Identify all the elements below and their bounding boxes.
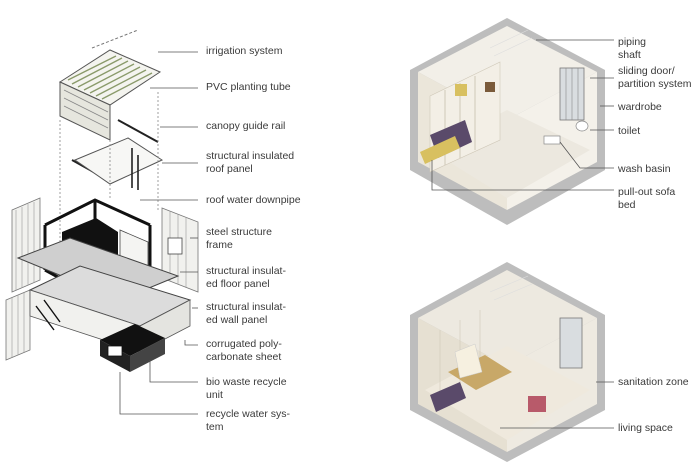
bio-waste-unit: [100, 324, 165, 372]
label-canopy-guide-rail: canopy guide rail: [206, 120, 286, 132]
label-bio-waste-unit: bio waste recycle unit: [206, 376, 287, 401]
shower: [559, 317, 583, 369]
label-wardrobe: wardrobe: [618, 101, 662, 113]
label-polycarbonate-sheet: corrugated poly- carbonate sheet: [206, 338, 282, 363]
label-floor-panel: structural insulat- ed floor panel: [206, 265, 286, 290]
exploded-axonometric: [5, 29, 199, 372]
label-sliding-door: sliding door/ partition system: [618, 65, 692, 90]
window-frame: [167, 237, 183, 255]
planting-canopy: [58, 49, 162, 141]
label-living-space: living space: [618, 422, 673, 434]
sofa: [430, 382, 466, 412]
label-wash-basin: wash basin: [618, 163, 671, 175]
top-room-leader-lines: [431, 39, 614, 191]
exploded-leader-lines: [119, 51, 198, 415]
irrigation-pipe: [91, 29, 139, 49]
label-steel-structure-frame: steel structure frame: [206, 226, 272, 251]
top-room-isometric: [410, 18, 605, 225]
wash-basin: [543, 135, 561, 145]
label-toilet: toilet: [618, 125, 641, 137]
label-recycle-water-system: recycle water sys- tem: [206, 408, 291, 433]
bottom-room-leader-lines: [500, 381, 614, 429]
trolley: [528, 396, 546, 412]
label-sofa-bed: pull-out sofa bed: [618, 186, 676, 211]
label-irrigation-system: irrigation system: [206, 45, 283, 57]
roof-panel: [73, 137, 164, 185]
toilet: [575, 120, 589, 132]
label-roof-water-downpipe: roof water downpipe: [206, 194, 301, 206]
label-pvc-planting-tube: PVC planting tube: [206, 81, 291, 93]
label-sanitation-zone: sanitation zone: [618, 376, 689, 388]
label-piping-shaft: piping shaft: [618, 36, 647, 61]
label-wall-panel: structural insulat- ed wall panel: [206, 301, 286, 326]
explosion-guides: [59, 92, 159, 250]
roof-downpipe: [131, 148, 139, 190]
label-roof-panel: structural insulated roof panel: [206, 150, 295, 175]
bottom-room-isometric: [410, 262, 605, 462]
shelf-decor: [455, 84, 467, 96]
